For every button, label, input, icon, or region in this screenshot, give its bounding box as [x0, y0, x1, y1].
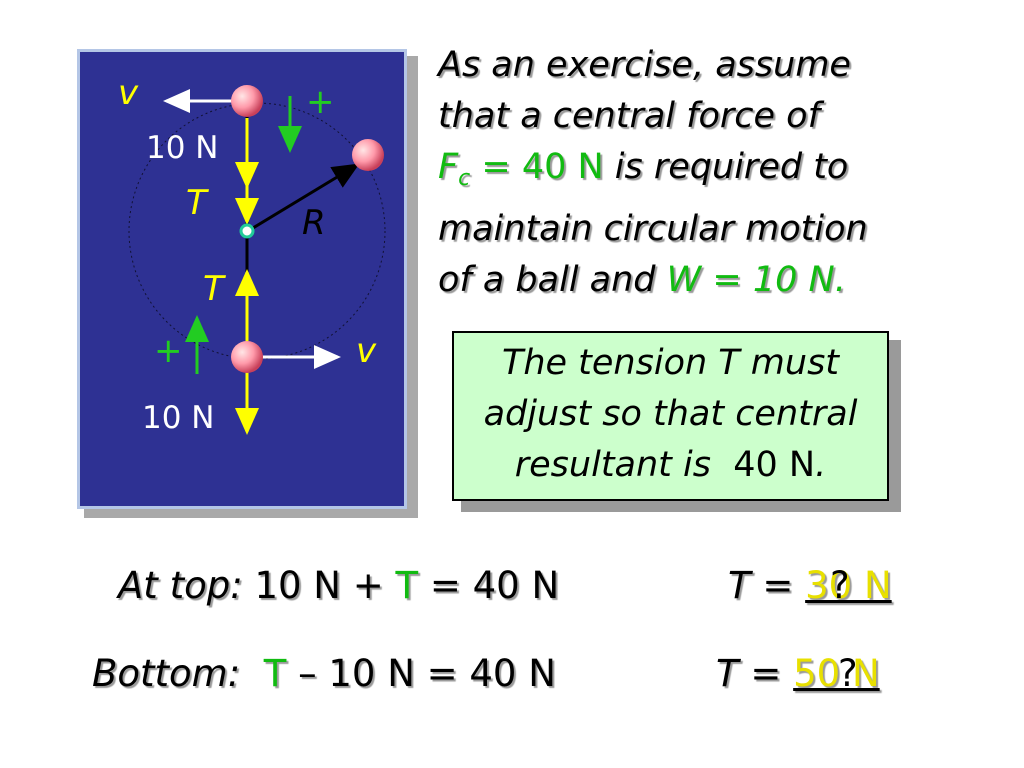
intro-paragraph: As an exercise, assume that a central fo… [438, 40, 918, 306]
weight-label-bottom: 10 N [142, 400, 215, 436]
bottom-equation-t: T [263, 652, 287, 695]
intro-line-3-rest: is required to [603, 147, 849, 187]
bottom-ball [231, 341, 263, 373]
center-pivot [239, 223, 255, 239]
top-answer-prefix: T = [728, 564, 806, 607]
bottom-equation-right: – 10 N = 40 N [286, 652, 556, 695]
intro-line-2: that a central force of [438, 96, 820, 136]
top-equation: At top: 10 N + T = 40 N [118, 564, 559, 607]
velocity-label-bottom: v [356, 331, 377, 371]
tension-label-bottom: T [203, 269, 226, 309]
top-answer: T = 30 N [728, 564, 892, 607]
top-ball [231, 85, 263, 117]
bottom-equation: Bottom: T – 10 N = 40 N [92, 652, 556, 695]
tension-note-box: The tension T must adjust so that centra… [452, 331, 889, 501]
tension-label-top: T [186, 183, 209, 223]
side-ball [352, 139, 384, 171]
fc-subscript: c [458, 166, 471, 191]
intro-period: . [834, 260, 846, 300]
note-value: 40 N [733, 445, 816, 485]
weight-label-top: 10 N [146, 130, 219, 166]
note-period: . [815, 445, 827, 485]
radius-arrow [247, 163, 360, 233]
fc-value: 40 N [521, 147, 604, 187]
bottom-answer-prefix: T = [716, 652, 794, 695]
note-line-3-italic: resultant is [514, 445, 711, 485]
note-line-2: adjust so that central [483, 394, 858, 434]
intro-line-5: of a ball and W = 10 N. [438, 255, 918, 306]
top-equation-left: 10 N + [242, 564, 396, 607]
plus-label-top: + [306, 82, 335, 122]
top-equation-t: T [395, 564, 419, 607]
top-equation-label: At top: [118, 564, 243, 607]
intro-line-1: As an exercise, assume [438, 45, 851, 85]
plus-label-bottom: + [154, 331, 183, 371]
fc-equals: = [470, 147, 522, 187]
bottom-equation-label: Bottom: [92, 652, 241, 695]
bottom-answer-value: 50 N [793, 652, 880, 695]
top-equation-right: = 40 N [418, 564, 560, 607]
top-answer-value: 30 N [805, 564, 892, 607]
bottom-answer-question: ? [838, 652, 858, 695]
top-answer-question: ? [830, 564, 850, 607]
bottom-answer: T = 50 N [716, 652, 880, 695]
note-line-3: resultant is 40 N. [454, 440, 887, 491]
fc-symbol: F [438, 147, 459, 187]
radius-label: R [302, 203, 326, 243]
intro-line-3: Fc = 40 N is required to [438, 142, 918, 204]
intro-line-4: maintain circular motion [438, 209, 868, 249]
note-line-1: The tension T must [501, 343, 840, 383]
intro-line-5-start: of a ball and [438, 260, 667, 300]
velocity-label-top: v [118, 73, 139, 113]
weight-value: W = 10 N [666, 260, 835, 300]
